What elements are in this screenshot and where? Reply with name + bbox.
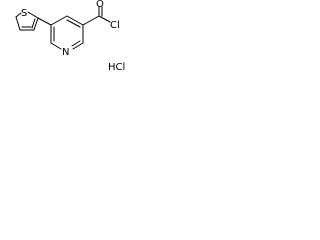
bond-carbonyl-chlorine	[98, 15, 111, 23]
bond-c4-c3-double	[66, 19, 81, 28]
bond-c4-c3	[66, 15, 84, 26]
bond-ring-carbonyl	[82, 15, 100, 26]
bond-n1-c6	[50, 42, 62, 50]
chlorine-label: Cl	[110, 20, 120, 31]
bond-c2-n1	[72, 42, 84, 50]
acyl-chloride-group	[82, 6, 111, 26]
pyridine-ring	[50, 15, 84, 50]
bond-c2-n1-double	[71, 40, 81, 47]
thiophene-ring	[15, 11, 39, 31]
bond-thiophene-pyridine	[37, 17, 52, 26]
hcl-salt-label: HCl	[108, 62, 125, 73]
sulfur-label: S	[21, 8, 27, 19]
bond-c2-c3-double	[31, 18, 36, 29]
bond-s1-c2	[27, 11, 39, 19]
bond-c4-c5	[15, 16, 21, 31]
oxygen-label: O	[96, 0, 104, 10]
bond-c5-s1	[15, 12, 22, 18]
nitrogen-label: N	[62, 47, 69, 58]
bond-c5-c4	[50, 15, 68, 26]
bond-c2-c3	[33, 17, 39, 31]
chemical-structure-diagram: S N O Cl HCl	[15, 0, 125, 73]
